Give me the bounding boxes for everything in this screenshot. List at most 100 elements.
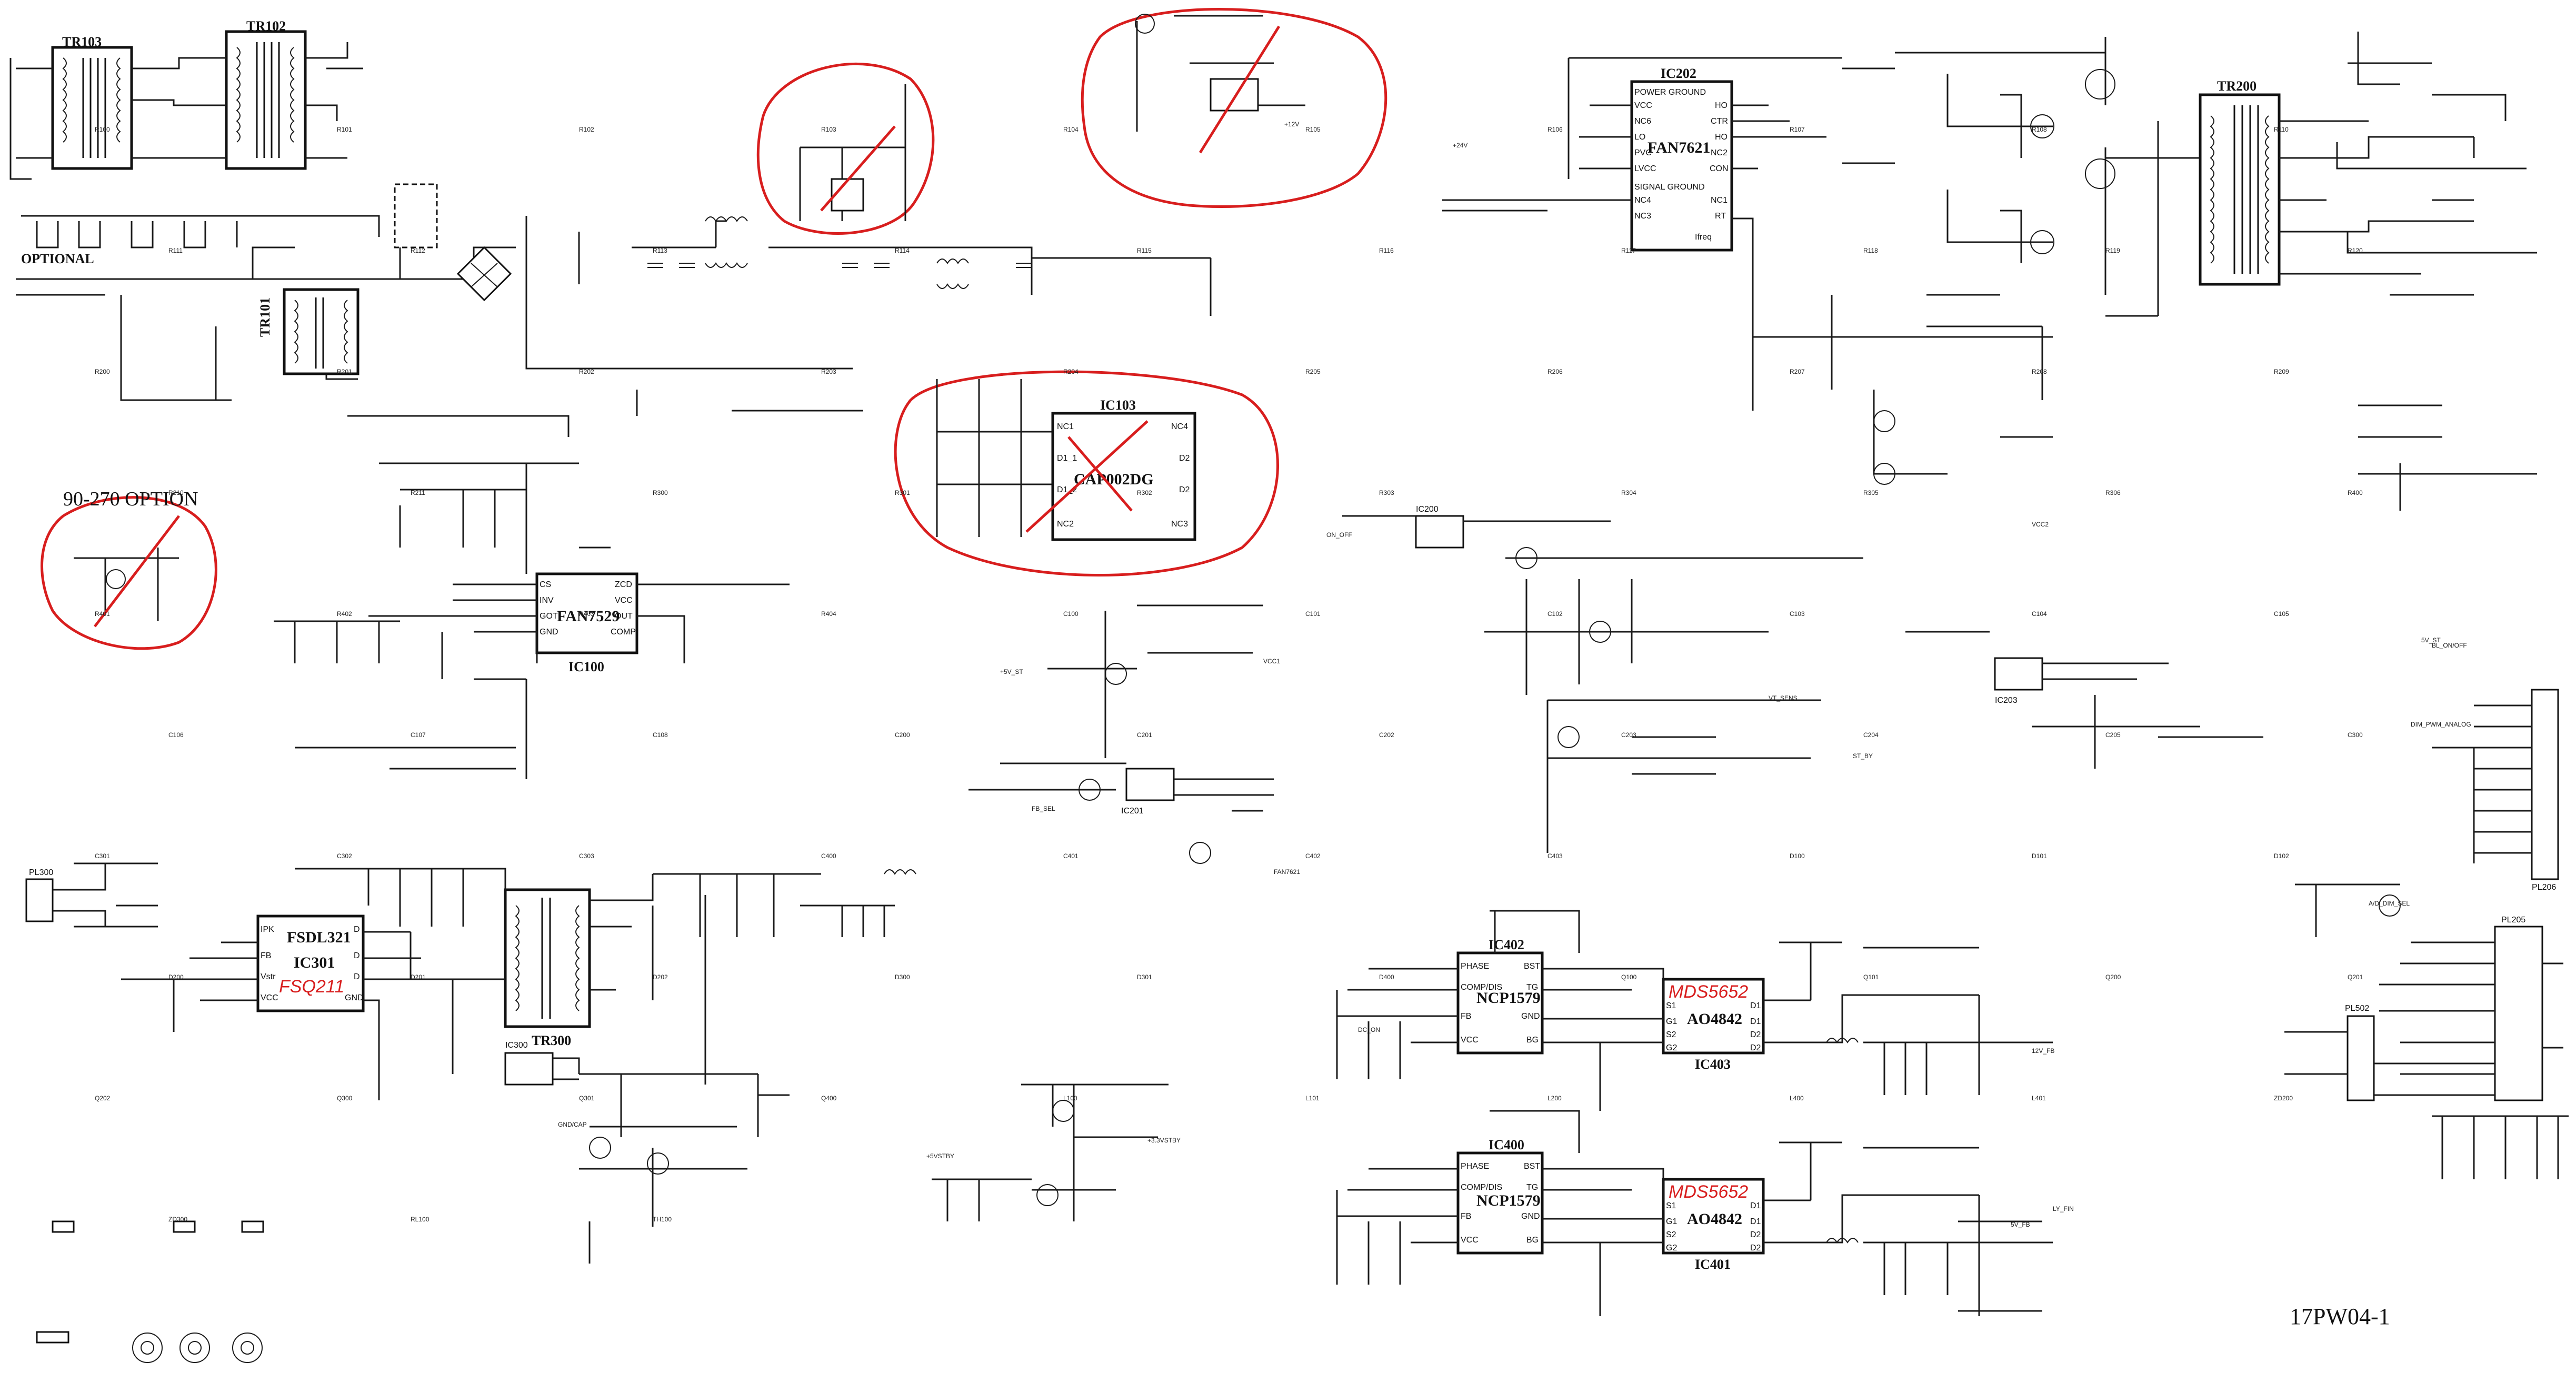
- connector-pl300: PL300: [25, 862, 158, 928]
- ic103-ref: IC103: [1100, 397, 1136, 413]
- component-ref: L101: [1305, 1095, 1320, 1102]
- component-ref: C401: [1063, 852, 1079, 860]
- transformer-tr102: TR102: [225, 18, 307, 170]
- ic300-label: IC300: [505, 1041, 528, 1050]
- ic402-part: NCP1579: [1476, 989, 1541, 1007]
- component-ref: D300: [895, 973, 910, 981]
- component-ref: Q202: [95, 1095, 111, 1102]
- component-ref: C100: [1063, 610, 1079, 618]
- component-ref: R118: [1863, 247, 1878, 254]
- component-ref: D101: [2032, 852, 2047, 860]
- ic400-pin-l4: VCC: [1461, 1236, 1479, 1245]
- ic401-replacement: MDS5652: [1669, 1182, 1748, 1202]
- ic401-pin-r3: D2: [1750, 1230, 1761, 1239]
- optocoupler-ic300: IC300: [504, 1041, 554, 1086]
- component-ref: C200: [895, 731, 910, 739]
- transformer-tr101-label: TR101: [257, 297, 273, 337]
- component-ref: R200: [95, 368, 110, 375]
- net-label: BL_ON/OFF: [2432, 642, 2467, 649]
- net-label: +12V: [1284, 121, 1299, 128]
- transformer-tr103-label: TR103: [62, 34, 102, 49]
- optocoupler-ic201: IC201: [1121, 768, 1175, 816]
- ic202-pin-l7: NC3: [1634, 212, 1651, 221]
- sheet-id: 17PW04-1: [2290, 1304, 2390, 1329]
- ic202-wiring: [1442, 57, 2158, 475]
- component-ref: R119: [2105, 247, 2120, 254]
- component-ref: Q300: [337, 1095, 353, 1102]
- ic301-part: FSDL321: [287, 929, 351, 946]
- component-ref: C101: [1305, 610, 1321, 618]
- component-ref: ZD200: [2274, 1095, 2293, 1102]
- ic403-pin-r1: D1: [1750, 1001, 1761, 1010]
- component-ref: R100: [95, 126, 110, 133]
- component-ref: R209: [2274, 368, 2289, 375]
- ic301-pin-r3: D: [354, 972, 360, 981]
- net-label: DC_ON: [1358, 1026, 1380, 1033]
- component-ref: R402: [337, 610, 352, 618]
- component-ref: C400: [821, 852, 836, 860]
- ic103-pin-r3: D2: [1179, 485, 1190, 494]
- ic401-ao4842: IC401 AO4842 MDS5652 S1 G1 S2 G2 D1 D1 D…: [1662, 1178, 1765, 1272]
- red-circle-cap002dg-area: [894, 370, 1279, 576]
- net-label: GND/CAP: [558, 1121, 587, 1128]
- ic400-pin-r1: BST: [1524, 1162, 1540, 1171]
- component-ref: TH100: [653, 1216, 672, 1223]
- component-ref: R304: [1621, 489, 1636, 496]
- component-ref: C204: [1863, 731, 1879, 739]
- connector-pl502: PL502: [2284, 1004, 2495, 1101]
- ic402-pin-r4: BG: [1526, 1036, 1539, 1045]
- pl502-label: PL502: [2345, 1004, 2369, 1013]
- ic301-pin-r4: GND: [345, 993, 364, 1002]
- net-label: VCC2: [2032, 521, 2049, 528]
- bulk-capacitors: [647, 263, 1032, 268]
- net-label: A/D_DIM_SEL: [2369, 900, 2410, 907]
- ic202-fan7621: IC202 POWER GROUND FAN7621 SIGNAL GROUND…: [1630, 66, 1733, 252]
- component-ref: R203: [821, 368, 836, 375]
- component-ref: RL100: [411, 1216, 430, 1223]
- component-ref: ZD300: [168, 1216, 187, 1223]
- ic403-pin-l3: S2: [1666, 1030, 1676, 1039]
- ic202-pin-l1: VCC: [1634, 101, 1652, 110]
- net-label: ON_OFF: [1326, 531, 1352, 539]
- pl205-label: PL205: [2501, 916, 2525, 924]
- ic402-pin-l1: PHASE: [1461, 962, 1489, 971]
- component-ref: R202: [579, 368, 594, 375]
- ic202-pin-r2: CTR: [1711, 117, 1728, 126]
- mains-input-rail: [16, 215, 1212, 437]
- transformer-tr102-label: TR102: [246, 18, 286, 34]
- ic403-pin-l1: S1: [1666, 1001, 1676, 1010]
- relay-box: [394, 183, 438, 248]
- component-ref: R105: [1305, 126, 1321, 133]
- option-90-270-label: 90-270 OPTION: [63, 488, 198, 510]
- ic402-ref: IC402: [1489, 937, 1524, 952]
- ic402-pin-r3: GND: [1521, 1012, 1540, 1021]
- sheet-title: 17PW04-1: [2290, 1304, 2390, 1329]
- component-ref: C106: [168, 731, 184, 739]
- ic402-ncp1579: IC402 NCP1579 PHASE COMP/DIS FB VCC BST …: [1456, 937, 1544, 1055]
- tr200-secondary-wiring: [2279, 32, 2537, 511]
- pl206-label: PL206: [2532, 883, 2556, 892]
- buck-converter-wiring: [1336, 910, 2053, 1316]
- ic402-pin-r2: TG: [1526, 983, 1538, 992]
- optional-text: OPTIONAL: [21, 251, 94, 266]
- transformer-tr300-label: TR300: [532, 1033, 571, 1048]
- ic301-pin-r1: D: [354, 925, 360, 934]
- transformer-tr101: TR101: [257, 288, 360, 375]
- component-ref: R211: [411, 489, 425, 496]
- net-label: FB_SEL: [1032, 805, 1055, 812]
- ic202-pin-r6: NC1: [1711, 196, 1728, 205]
- component-ref: C302: [337, 852, 352, 860]
- ic301-pin-r2: D: [354, 951, 360, 960]
- ic401-pin-l1: S1: [1666, 1201, 1676, 1210]
- ic202-pin-r7: RT: [1715, 212, 1726, 221]
- ic202-top-label: POWER GROUND: [1634, 88, 1706, 97]
- ic403-ao4842: IC403 AO4842 MDS5652 S1 G1 S2 G2 D1 D1 D…: [1662, 978, 1765, 1072]
- ic202-bottom-label: SIGNAL GROUND: [1634, 183, 1705, 192]
- ic400-ncp1579: IC400 NCP1579 PHASE COMP/DIS FB VCC BST …: [1456, 1137, 1544, 1255]
- ic301-replacement: FSQ211: [279, 977, 344, 997]
- optional-label: OPTIONAL: [21, 251, 94, 266]
- component-ref: R403: [579, 610, 594, 618]
- ic202-pin-r5: CON: [1710, 164, 1729, 173]
- component-ref: D201: [411, 973, 426, 981]
- ic200-label: IC200: [1416, 505, 1439, 514]
